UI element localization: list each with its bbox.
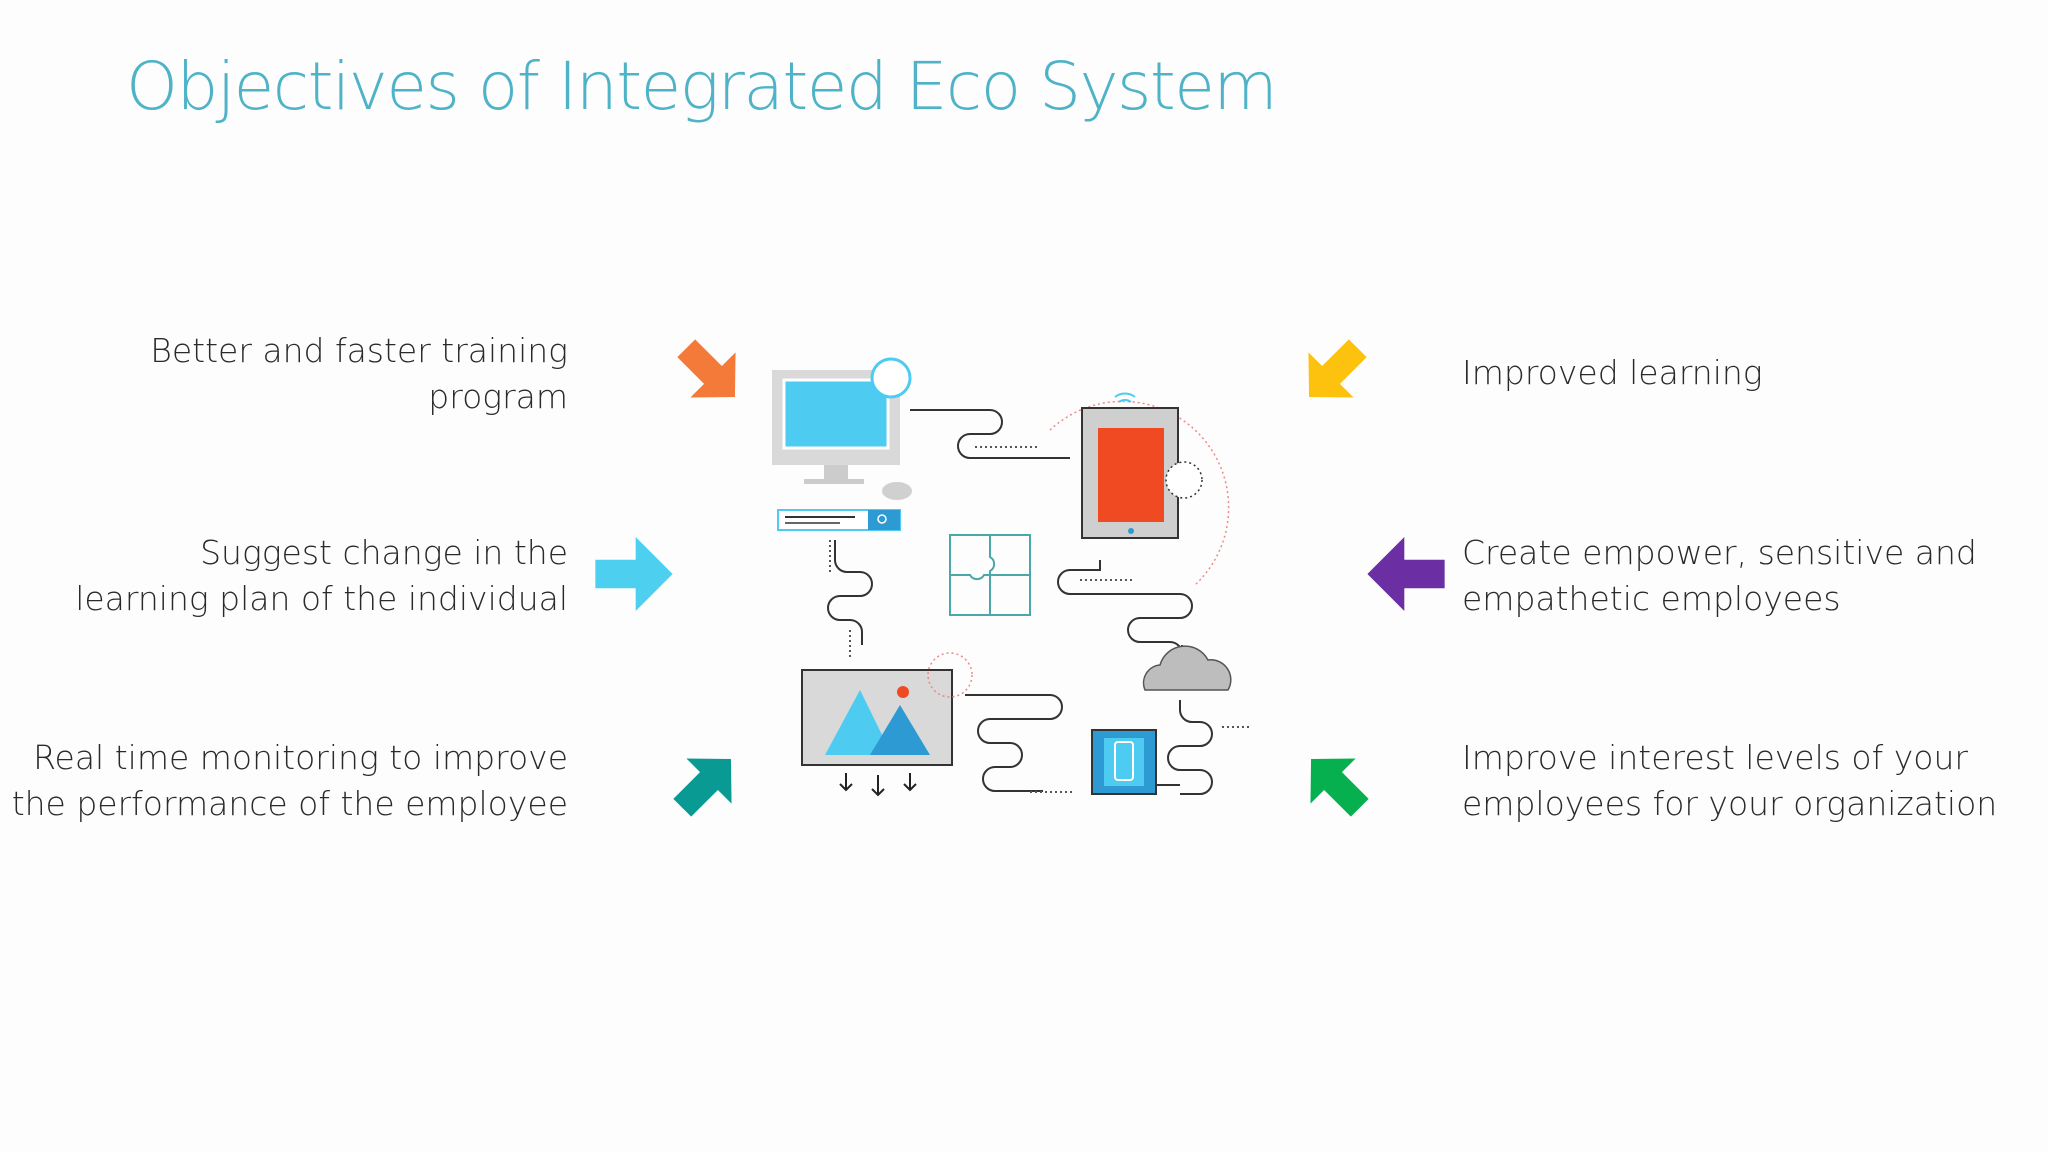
- puzzle-icon: [949, 534, 1031, 616]
- dotted-lines: [829, 446, 1252, 793]
- cloud-icon: [1142, 645, 1232, 691]
- objective-right-3: Improve interest levels of your employee…: [1462, 738, 1998, 823]
- arrow-up-right-icon: [673, 758, 732, 817]
- objective-left-2: Suggest change in the learning plan of t…: [75, 533, 568, 618]
- phone-icon: [1091, 729, 1157, 795]
- arrow-up-left-icon: [1310, 758, 1369, 817]
- arrow-shape: [595, 537, 673, 611]
- arrow-right-icon: [595, 537, 673, 611]
- computer-icon: [772, 357, 912, 531]
- arrow-shape: [1308, 339, 1367, 398]
- arrow-down-right-icon: [677, 339, 736, 398]
- arrow-left-icon: [1367, 537, 1445, 611]
- objective-left-1: Better and faster training program: [150, 331, 568, 416]
- objective-left-3: Real time monitoring to improve the perf…: [11, 738, 568, 823]
- tablet-icon: [1081, 392, 1203, 539]
- image-gallery-icon: [801, 652, 973, 797]
- arrow-down-left-icon: [1308, 339, 1367, 398]
- objective-right-2: Create empower, sensitive and empathetic…: [1462, 533, 1977, 618]
- arrow-shape: [677, 339, 736, 398]
- arrow-shape: [1367, 537, 1445, 611]
- slide-title: Objectives of Integrated Eco System: [126, 48, 1278, 125]
- objective-right-1: Improved learning: [1462, 353, 1763, 392]
- arrow-shape: [1310, 758, 1369, 817]
- signal-arc: [1049, 400, 1230, 586]
- ecosystem-diagram: [772, 357, 1252, 797]
- arrow-shape: [673, 758, 732, 817]
